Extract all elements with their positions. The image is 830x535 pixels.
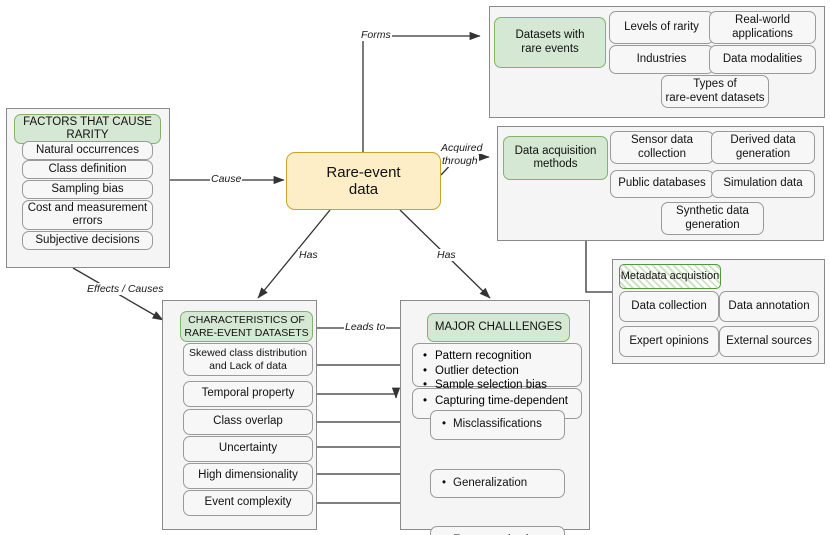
- acquisition-item-public-databases[interactable]: Public databases: [610, 170, 714, 198]
- metadata-item-expert-opinions[interactable]: Expert opinions: [619, 326, 719, 357]
- characteristics-item-event-complexity[interactable]: Event complexity: [183, 490, 313, 516]
- factors-cost-line2: errors: [72, 215, 103, 227]
- challenges-bullet-capturing-time-dependent-l1: Capturing time-dependent: [421, 394, 575, 409]
- factors-header-line1: FACTORS THAT CAUSE: [23, 115, 152, 128]
- factors-header-line2: RARITY: [66, 129, 109, 141]
- characteristics-item-class-overlap[interactable]: Class overlap: [183, 409, 313, 435]
- factors-cost-line1: Cost and measurement: [27, 201, 148, 214]
- acquisition-sensor-line1: Sensor data: [630, 134, 693, 147]
- characteristics-header: CHARACTERISTICS OF RARE-EVENT DATASETS: [180, 311, 313, 342]
- challenges-bullet-pattern-recognition: Pattern recognition: [421, 349, 575, 364]
- center-node-rare-event-data[interactable]: Rare-event data: [286, 152, 441, 210]
- acquisition-derived-line2: generation: [735, 147, 791, 160]
- metadata-header: Metadata acquistion: [619, 264, 721, 289]
- acquisition-header-line1: Data acquisition: [514, 144, 597, 157]
- edge-label-acquired-through-line2: through: [441, 155, 479, 168]
- metadata-item-data-annotation[interactable]: Data annotation: [719, 291, 819, 322]
- characteristics-item-temporal-property[interactable]: Temporal property: [183, 381, 313, 407]
- acquisition-item-sensor-data-collection[interactable]: Sensor data collection: [610, 131, 714, 164]
- acquisition-header-line2: methods: [533, 158, 578, 170]
- challenges-item-generalization[interactable]: Generalization: [430, 469, 565, 498]
- datasets-types-line2: rare-event datasets: [665, 91, 765, 104]
- datasets-item-types-of-rare-event-datasets[interactable]: Types of rare-event datasets: [661, 75, 769, 108]
- center-line1: Rare-event: [326, 163, 401, 181]
- acquisition-sensor-line2: collection: [638, 147, 686, 160]
- characteristics-item-skewed-class-distribution[interactable]: Skewed class distribution and Lack of da…: [183, 343, 313, 376]
- datasets-header-line2: rare events: [521, 42, 579, 55]
- challenges-header: MAJOR CHALLLENGES: [427, 313, 570, 342]
- characteristics-header-line2: RARE-EVENT DATASETS: [184, 326, 309, 339]
- challenges-item-misclassifications[interactable]: Misclassifications: [430, 410, 565, 440]
- datasets-item-industries[interactable]: Industries: [609, 45, 714, 74]
- datasets-types-line1: Types of: [693, 78, 737, 91]
- challenges-bullet-outlier-detection: Outlier detection: [421, 364, 575, 379]
- challenges-item-feature-selection[interactable]: Feature selection: [430, 526, 565, 535]
- datasets-item-levels-of-rarity[interactable]: Levels of rarity: [609, 11, 714, 44]
- edge-label-acquired-through-line1: Acquired: [440, 142, 484, 155]
- challenges-block-detection[interactable]: Pattern recognition Outlier detection Sa…: [412, 343, 582, 393]
- factors-item-sampling-bias[interactable]: Sampling bias: [22, 180, 153, 199]
- acquisition-header: Data acquisition methods: [503, 136, 608, 180]
- characteristics-header-line1: CHARACTERISTICS OF: [188, 314, 305, 327]
- factors-item-class-definition[interactable]: Class definition: [22, 160, 153, 179]
- datasets-header-line1: Datasets with: [515, 29, 585, 42]
- acquisition-item-derived-data-generation[interactable]: Derived data generation: [711, 131, 815, 164]
- acquisition-item-synthetic-data-generation[interactable]: Synthetic data generation: [661, 202, 764, 235]
- edge-label-has-right: Has: [436, 249, 457, 262]
- edge-label-cause: Cause: [210, 173, 243, 186]
- factors-item-subjective-decisions[interactable]: Subjective decisions: [22, 231, 153, 250]
- characteristics-skewed-line2: and Lack of data: [209, 359, 287, 372]
- factors-item-cost-and-measurement-errors[interactable]: Cost and measurement errors: [22, 200, 153, 230]
- characteristics-skewed-line1: Skewed class distribution: [189, 347, 307, 360]
- edge-label-has-left: Has: [298, 249, 319, 262]
- acquisition-synthetic-line2: generation: [685, 218, 740, 231]
- edge-label-forms: Forms: [360, 29, 392, 42]
- datasets-item-real-world-applications[interactable]: Real-world applications: [709, 11, 816, 44]
- acquisition-synthetic-line1: Synthetic data: [676, 205, 749, 218]
- acquisition-item-simulation-data[interactable]: Simulation data: [711, 170, 815, 198]
- edge-label-leads-to: Leads to: [344, 321, 387, 334]
- metadata-item-external-sources[interactable]: External sources: [719, 326, 819, 357]
- characteristics-item-uncertainty[interactable]: Uncertainty: [183, 436, 313, 462]
- characteristics-item-high-dimensionality[interactable]: High dimensionality: [183, 463, 313, 489]
- factors-item-natural-occurrences[interactable]: Natural occurrences: [22, 141, 153, 160]
- datasets-item-data-modalities[interactable]: Data modalities: [709, 45, 816, 74]
- acquisition-derived-line1: Derived data: [730, 134, 796, 147]
- datasets-realworld-line1: Real-world: [735, 14, 790, 27]
- datasets-header: Datasets with rare events: [494, 17, 606, 68]
- datasets-realworld-line2: applications: [732, 27, 793, 40]
- edge-label-effects-causes: Effects / Causes: [86, 283, 165, 296]
- center-line2: data: [348, 181, 379, 198]
- factors-header: FACTORS THAT CAUSE RARITY: [14, 114, 161, 144]
- metadata-item-data-collection[interactable]: Data collection: [619, 291, 719, 322]
